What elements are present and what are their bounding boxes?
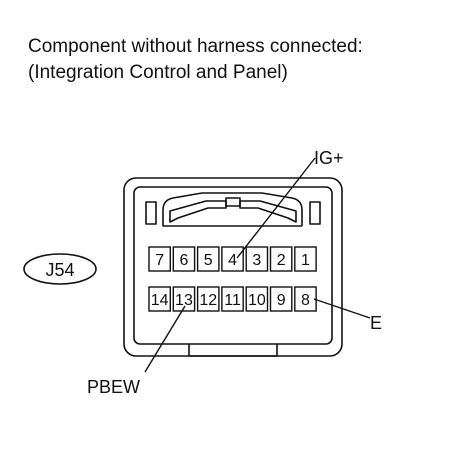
pin-number: 9: [277, 292, 286, 309]
pin-number: 14: [151, 292, 169, 309]
pin-cell: [269, 246, 293, 272]
pin-cell: [172, 246, 196, 272]
latch-notch: [225, 197, 241, 207]
latch-inner-left: [169, 200, 227, 223]
pin-number: 10: [248, 292, 266, 309]
side-guide-left: [145, 201, 157, 225]
pin-cell: [196, 246, 220, 272]
side-guide-right: [309, 201, 321, 225]
pin-number: 1: [301, 252, 310, 269]
pin-cell: [148, 246, 171, 272]
pin-number: 4: [228, 252, 237, 269]
pin-cell: [221, 246, 244, 272]
title-line-1: Component without harness connected:: [28, 36, 363, 57]
pin-cell: [294, 246, 317, 272]
pbew-leader-line: [144, 305, 186, 373]
bottom-key: [188, 344, 278, 357]
pin-cell: [245, 246, 269, 272]
latch-outline: [162, 192, 303, 226]
pin-cell: [148, 286, 171, 312]
title-block: Component without harness connected: (In…: [28, 34, 363, 86]
connector-housing-inner: [133, 186, 333, 345]
ig-plus-label: IG+: [314, 148, 344, 168]
pin-cell: [221, 286, 244, 312]
ig-leader-line: [236, 157, 316, 259]
pin-number: 13: [175, 292, 193, 309]
pin-number: 6: [179, 252, 188, 269]
pin-cell: [196, 286, 220, 312]
e-leader-line: [313, 298, 371, 319]
connector-id-ellipse: [23, 253, 97, 285]
pin-number: 2: [277, 252, 286, 269]
pin-number: 7: [155, 252, 164, 269]
e-label: E: [370, 313, 382, 333]
pin-number: 3: [252, 252, 261, 269]
pin-number: 8: [301, 292, 310, 309]
title-line-2: (Integration Control and Panel): [28, 62, 288, 83]
pin-number: 11: [224, 292, 241, 309]
pin-cell: [245, 286, 269, 312]
pin-number: 12: [199, 292, 217, 309]
pin-cell: [269, 286, 293, 312]
pin-number: 5: [204, 252, 213, 269]
pbew-label: PBEW: [87, 377, 140, 397]
connector-id-label: J54: [45, 260, 74, 280]
pin-cell: [172, 286, 196, 312]
